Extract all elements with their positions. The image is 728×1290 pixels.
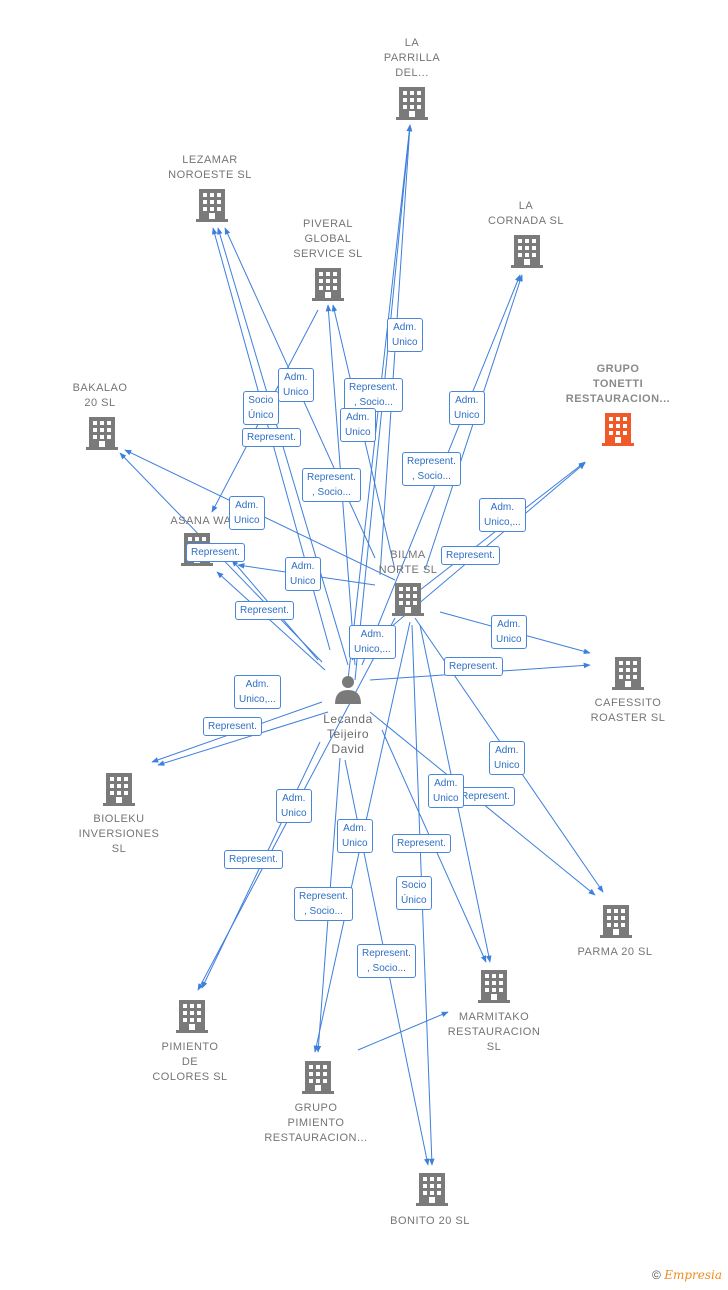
building-icon[interactable] (392, 583, 424, 616)
relation-edge (216, 571, 326, 671)
relation-label: Adm. Unico (278, 368, 314, 402)
building-icon[interactable] (196, 189, 228, 222)
relation-label: Represent. (242, 428, 301, 447)
relation-label: Represent. (224, 850, 283, 869)
building-icon[interactable] (600, 905, 632, 938)
person-label[interactable]: Lecanda Teijeiro David (323, 712, 373, 756)
relation-label: Socio Único (396, 876, 432, 910)
relation-label: Adm. Unico,... (349, 625, 396, 659)
company-label[interactable]: BIOLEKU INVERSIONES SL (78, 813, 160, 855)
relation-label: Represent. , Socio... (294, 887, 353, 921)
relation-label: Represent. (392, 834, 451, 853)
company-label[interactable]: BILMA NORTE SL (378, 549, 438, 576)
building-icon[interactable] (478, 970, 510, 1003)
building-icon[interactable] (511, 235, 543, 268)
company-label[interactable]: BAKALAO 20 SL (72, 382, 128, 409)
relation-label: Adm. Unico (340, 408, 376, 442)
company-label[interactable]: GRUPO TONETTI RESTAURACION... (565, 363, 671, 405)
relation-label: Represent. , Socio... (402, 452, 461, 486)
person-icon[interactable] (335, 676, 361, 704)
building-icon[interactable] (612, 657, 644, 690)
company-label[interactable]: GRUPO PIMIENTO RESTAURACION... (264, 1102, 368, 1144)
company-label[interactable]: CAFESSITO ROASTER SL (590, 697, 666, 724)
relation-label: Adm. Unico (337, 819, 373, 853)
credit: © Empresia (652, 1268, 722, 1282)
relation-label: Represent. (444, 657, 503, 676)
building-icon[interactable] (312, 268, 344, 301)
relation-label: Adm. Unico (229, 496, 265, 530)
copyright-symbol: © (652, 1268, 661, 1282)
company-label[interactable]: PIVERAL GLOBAL SERVICE SL (293, 218, 363, 260)
relation-label: Adm. Unico (489, 741, 525, 775)
relation-label: Adm. Unico (285, 557, 321, 591)
relation-label: Adm. Unico,... (479, 498, 526, 532)
relation-label: Represent. (235, 601, 294, 620)
relation-edge (357, 1011, 449, 1051)
company-label[interactable]: PIMIENTO DE COLORES SL (152, 1041, 228, 1083)
node-layer (86, 87, 644, 1206)
relation-label: Represent. , Socio... (344, 378, 403, 412)
brand-logo[interactable]: Empresia (664, 1268, 722, 1282)
relation-label: Socio Único (243, 391, 279, 425)
company-label[interactable]: PARMA 20 SL (577, 946, 653, 958)
building-icon[interactable] (302, 1061, 334, 1094)
company-label[interactable]: LEZAMAR NOROESTE SL (168, 154, 252, 181)
relation-label: Represent. (186, 543, 245, 562)
building-icon[interactable] (396, 87, 428, 120)
building-icon[interactable] (176, 1000, 208, 1033)
relation-label: Represent. , Socio... (302, 468, 361, 502)
relation-label: Adm. Unico (428, 774, 464, 808)
building-icon[interactable] (103, 773, 135, 806)
building-icon[interactable] (86, 417, 118, 450)
relation-label: Represent. (203, 717, 262, 736)
relation-label: Adm. Unico (276, 789, 312, 823)
relation-label: Represent. (456, 787, 515, 806)
company-label[interactable]: LA PARRILLA DEL... (383, 37, 441, 79)
company-label[interactable]: LA CORNADA SL (488, 200, 564, 227)
relation-label: Represent. (441, 546, 500, 565)
building-icon[interactable] (602, 413, 634, 446)
company-label[interactable]: BONITO 20 SL (390, 1215, 470, 1227)
company-label[interactable]: MARMITAKO RESTAURACION SL (447, 1011, 541, 1053)
building-icon[interactable] (416, 1173, 448, 1206)
relation-label: Adm. Unico (449, 391, 485, 425)
relation-label: Represent. , Socio... (357, 944, 416, 978)
relation-label: Adm. Unico (387, 318, 423, 352)
relation-edge (157, 711, 329, 766)
relation-label: Adm. Unico (491, 615, 527, 649)
relation-label: Adm. Unico,... (234, 675, 281, 709)
